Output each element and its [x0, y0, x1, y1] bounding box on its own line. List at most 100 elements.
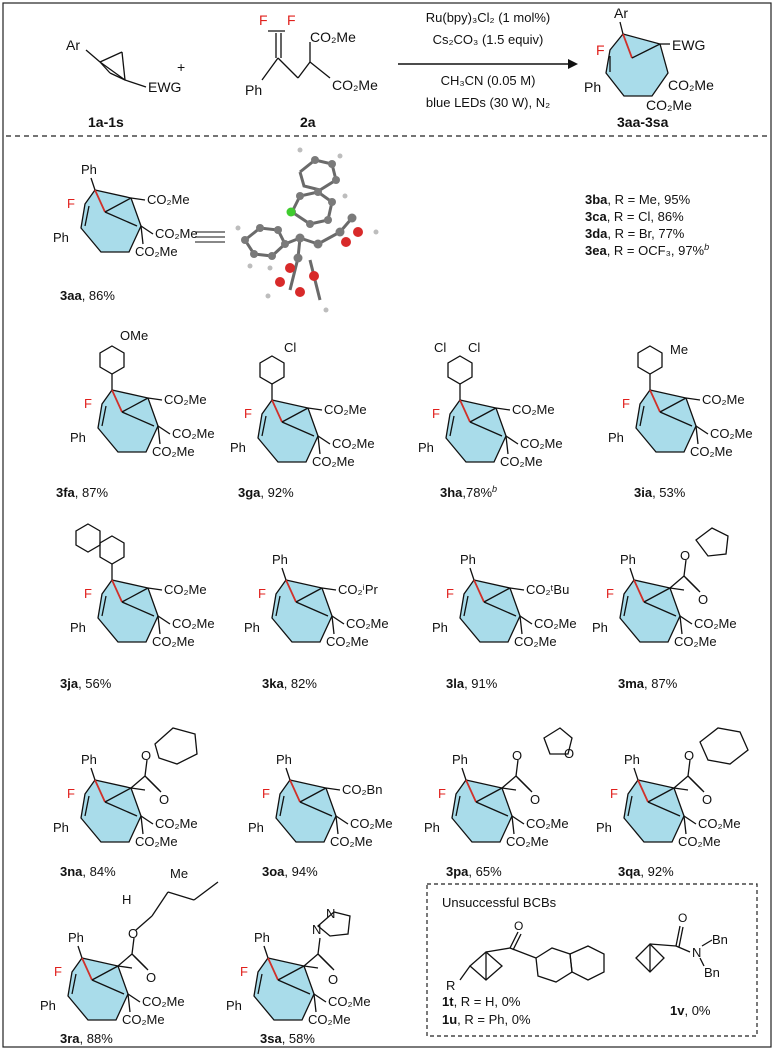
phenyl-label: Ph [68, 930, 84, 945]
ewg-label: CO₂ᵗBu [526, 582, 569, 597]
fluorine-atom: F [432, 406, 440, 421]
methyl-label: Me [670, 342, 688, 357]
phenyl-label: Ph [620, 552, 636, 567]
ester-label: CO₂Me [500, 454, 543, 469]
carbonyl-o: O [146, 970, 156, 985]
ester-label: CO₂Me [155, 816, 198, 831]
compound-label: 3aa, 86% [60, 288, 115, 303]
phenyl-label: Ph [452, 752, 468, 767]
phenyl-label: Ph [424, 820, 440, 835]
ester-label: CO₂Me [308, 1012, 351, 1027]
hydrogen-label: H [122, 892, 131, 907]
ester-label: CO₂Me [526, 816, 569, 831]
ester-label: CO₂Me [312, 454, 355, 469]
reactant1-label: 1a-1s [88, 114, 124, 130]
svg-text:CO₂Me: CO₂Me [668, 77, 714, 93]
compound-label: 3ma, 87% [618, 676, 678, 691]
compound-label: 3ja, 56% [60, 676, 112, 691]
phenyl-label: Ph [81, 162, 97, 177]
ester-label: CO₂Me [135, 834, 178, 849]
svg-text:3ea, R = OCF₃, 97%b: 3ea, R = OCF₃, 97%b [585, 242, 709, 258]
phenyl-label: Ph [53, 820, 69, 835]
unsuccessful-title: Unsuccessful BCBs [442, 895, 557, 910]
ester-o: O [512, 748, 522, 763]
reactant-2: F F CO₂Me CO₂Me Ph 2a [245, 12, 378, 130]
reactant2-ester2: CO₂Me [332, 77, 378, 93]
fluorine-atom: F [84, 586, 92, 601]
nitrogen-label: N [312, 922, 321, 937]
phenyl-label: Ph [608, 430, 624, 445]
phenyl-label: Ph [460, 552, 476, 567]
carbonyl-o: O [159, 792, 169, 807]
condition-line-1: Ru(bpy)₃Cl₂ (1 mol%) [426, 10, 550, 25]
ester-label: CO₂Me [122, 1012, 165, 1027]
unsuccessful-bcbs-box: Unsuccessful BCBs O R 1t, R = H, 0% 1u, … [426, 883, 758, 1037]
crystal-structure [195, 147, 379, 313]
ewg-label: CO₂Me [324, 402, 367, 417]
phenyl-label: Ph [596, 820, 612, 835]
chloro-label: Cl [434, 340, 446, 355]
ester-label: CO₂Me [534, 616, 577, 631]
fluorine-atom: F [54, 964, 62, 979]
condition-line-4: blue LEDs (30 W), N₂ [426, 95, 550, 110]
compound-label: 3fa, 87% [56, 485, 108, 500]
ewg-label: CO₂Me [147, 192, 190, 207]
fluorine-atom: F [240, 964, 248, 979]
methyl-label: Me [170, 866, 188, 881]
phenyl-label: Ph [432, 620, 448, 635]
svg-text:1v, 0%: 1v, 0% [670, 1003, 711, 1018]
ester-o: O [141, 748, 151, 763]
fluorine-atom: F [244, 406, 252, 421]
compound-label: 3na, 84% [60, 864, 116, 879]
methoxy-label: OMe [120, 328, 148, 343]
svg-text:CO₂Me: CO₂Me [646, 97, 692, 113]
ester-label: CO₂Me [346, 616, 389, 631]
phenyl-label: Ph [226, 998, 242, 1013]
svg-text:F: F [596, 42, 605, 58]
phenyl-label: Ph [40, 998, 56, 1013]
svg-text:O: O [678, 911, 687, 925]
ester-label: CO₂Me [172, 616, 215, 631]
ester-label: CO₂Me [674, 634, 717, 649]
ester-label: CO₂Me [694, 616, 737, 631]
ester-label: CO₂Me [152, 634, 195, 649]
compound-label: 3ha,78%b [440, 484, 497, 500]
reactant1-ar: Ar [66, 37, 80, 53]
ester-label: CO₂Me [326, 634, 369, 649]
ewg-label: CO₂Me [164, 392, 207, 407]
reactant2-f1: F [259, 12, 268, 28]
ester-label: CO₂Me [328, 994, 371, 1009]
chloro-label: Cl [284, 340, 296, 355]
svg-text:Bn: Bn [704, 965, 720, 980]
compound-label: 3ra, 88% [60, 1031, 113, 1046]
compound-label: 3ga, 92% [238, 485, 294, 500]
phenyl-label: Ph [248, 820, 264, 835]
reactant1-ewg: EWG [148, 79, 181, 95]
fluorine-atom: F [67, 786, 75, 801]
phenyl-label: Ph [70, 620, 86, 635]
ester-label: CO₂Me [506, 834, 549, 849]
ester-label: CO₂Me [152, 444, 195, 459]
ester-label: CO₂Me [678, 834, 721, 849]
carbonyl-o: O [698, 592, 708, 607]
scheme-product: Ar F EWG Ph CO₂Me CO₂Me 3aa-3sa [584, 5, 714, 130]
ester-label: CO₂Me [690, 444, 733, 459]
svg-text:1u, R = Ph, 0%: 1u, R = Ph, 0% [442, 1012, 531, 1027]
phenyl-label: Ph [276, 752, 292, 767]
ester-label: CO₂Me [155, 226, 198, 241]
para-series-list: 3ba, R = Me, 95% 3ca, R = Cl, 86% 3da, R… [585, 192, 709, 258]
ester-label: CO₂Me [172, 426, 215, 441]
reactant2-f2: F [287, 12, 296, 28]
ester-o: O [680, 548, 690, 563]
phenyl-label: Ph [254, 930, 270, 945]
phenyl-label: Ph [81, 752, 97, 767]
